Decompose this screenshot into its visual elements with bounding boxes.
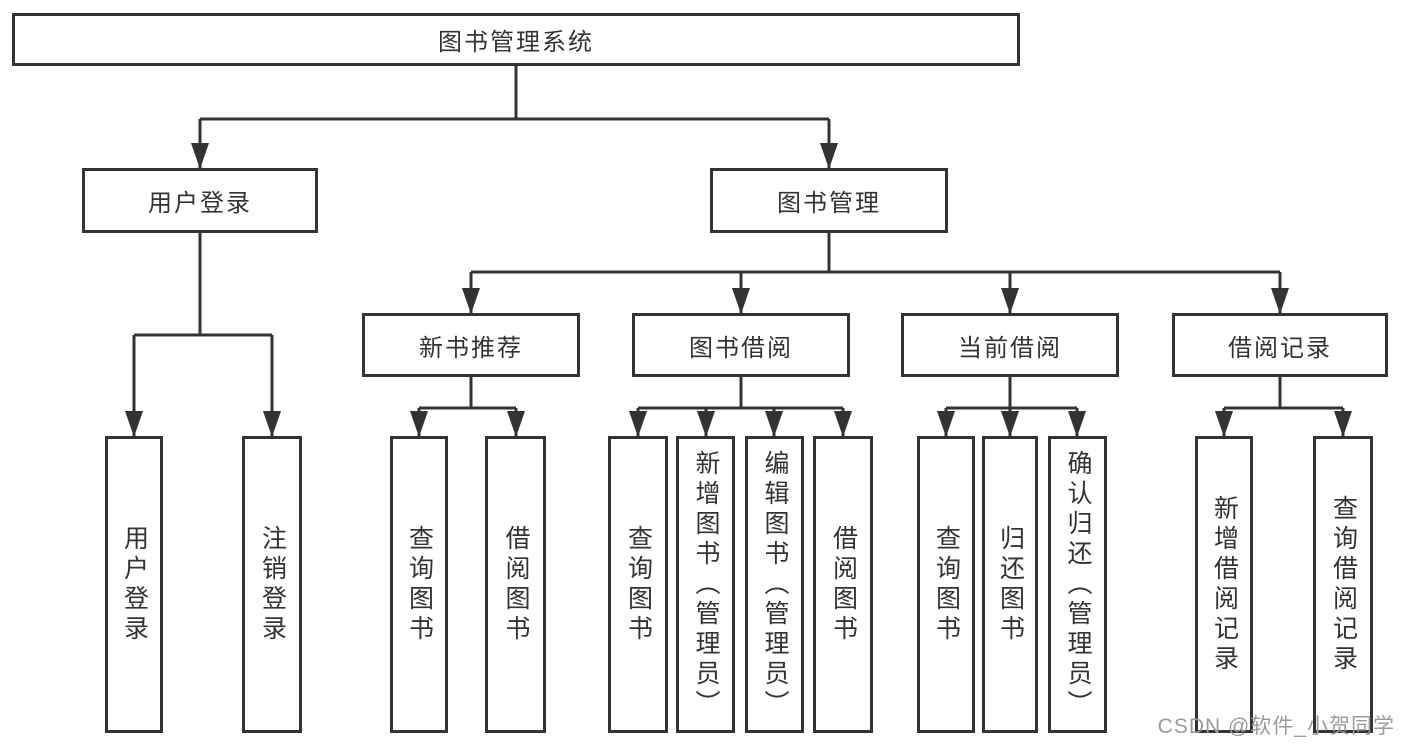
node-label: 新增图书（管理员） <box>692 449 720 720</box>
leaf-borrow-books: 借阅图书 <box>813 436 873 733</box>
node-book-borrow: 图书借阅 <box>632 313 850 377</box>
node-label: 图书管理 <box>777 190 881 217</box>
node-label: 新增借阅记录 <box>1210 494 1239 675</box>
leaf-confirm-return-admin: 确认归还（管理员） <box>1048 436 1107 733</box>
leaf-add-borrow-record: 新增借阅记录 <box>1195 436 1253 733</box>
node-label: 注销登录 <box>258 524 287 645</box>
node-borrow-record: 借阅记录 <box>1172 313 1388 377</box>
node-book-management: 图书管理 <box>710 168 948 233</box>
node-label: 借阅图书 <box>829 524 858 645</box>
node-current-borrow: 当前借阅 <box>901 313 1119 377</box>
leaf-borrow-books-recommend: 借阅图书 <box>485 436 546 733</box>
leaf-query-borrow-record: 查询借阅记录 <box>1313 436 1373 733</box>
node-label: 查询借阅记录 <box>1329 494 1358 675</box>
leaf-add-books-admin: 新增图书（管理员） <box>676 436 735 733</box>
node-library-management-system: 图书管理系统 <box>12 13 1020 66</box>
node-label: 当前借阅 <box>958 334 1062 362</box>
node-label: 借阅记录 <box>1228 334 1332 362</box>
leaf-query-books-current: 查询图书 <box>917 436 975 733</box>
leaf-user-login: 用户登录 <box>105 436 163 733</box>
csdn-watermark: CSDN @软件_小贺同学 <box>1157 715 1395 738</box>
node-label: 编辑图书（管理员） <box>761 449 789 720</box>
node-label: 确认归还（管理员） <box>1064 449 1092 720</box>
leaf-logout: 注销登录 <box>242 436 302 733</box>
node-label: 新书推荐 <box>419 334 523 362</box>
leaf-query-books-recommend: 查询图书 <box>390 436 448 733</box>
node-label: 借阅图书 <box>502 524 530 645</box>
node-label: 用户登录 <box>120 524 149 645</box>
leaf-query-books-borrow: 查询图书 <box>608 436 668 733</box>
node-new-book-recommend: 新书推荐 <box>362 313 580 377</box>
leaf-return-books: 归还图书 <box>982 436 1038 733</box>
node-label: 用户登录 <box>148 190 252 217</box>
node-user-login: 用户登录 <box>82 168 318 233</box>
node-label: 图书借阅 <box>689 334 793 362</box>
node-label: 图书管理系统 <box>438 29 594 56</box>
node-label: 归还图书 <box>996 524 1025 645</box>
node-label: 查询图书 <box>405 524 434 645</box>
node-label: 查询图书 <box>932 524 961 645</box>
node-label: 查询图书 <box>624 524 653 645</box>
leaf-edit-books-admin: 编辑图书（管理员） <box>745 436 804 733</box>
